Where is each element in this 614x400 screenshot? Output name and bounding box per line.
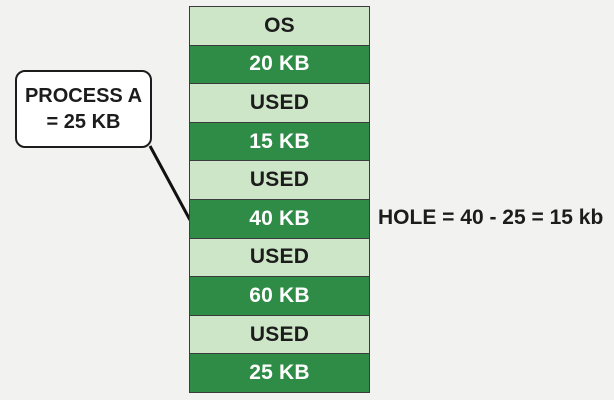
- process-callout: PROCESS A = 25 KB: [15, 70, 152, 148]
- memory-block-used-2: USED: [190, 161, 369, 200]
- memory-stack: OS 20 KB USED 15 KB USED 40 KB USED 60 K…: [189, 6, 370, 393]
- hole-annotation: HOLE = 40 - 25 = 15 kb: [378, 206, 604, 229]
- memory-block-60kb: 60 KB: [190, 277, 369, 316]
- memory-block-25kb: 25 KB: [190, 354, 369, 392]
- memory-block-os: OS: [190, 7, 369, 46]
- process-callout-line2: = 25 KB: [46, 111, 121, 133]
- process-callout-line1: PROCESS A: [24, 85, 143, 107]
- memory-block-40kb: 40 KB: [190, 199, 369, 239]
- memory-block-used-4: USED: [190, 315, 369, 355]
- memory-block-used-1: USED: [190, 84, 369, 123]
- memory-block-20kb: 20 KB: [190, 45, 369, 85]
- memory-block-15kb: 15 KB: [190, 122, 369, 162]
- memory-block-used-3: USED: [190, 238, 369, 278]
